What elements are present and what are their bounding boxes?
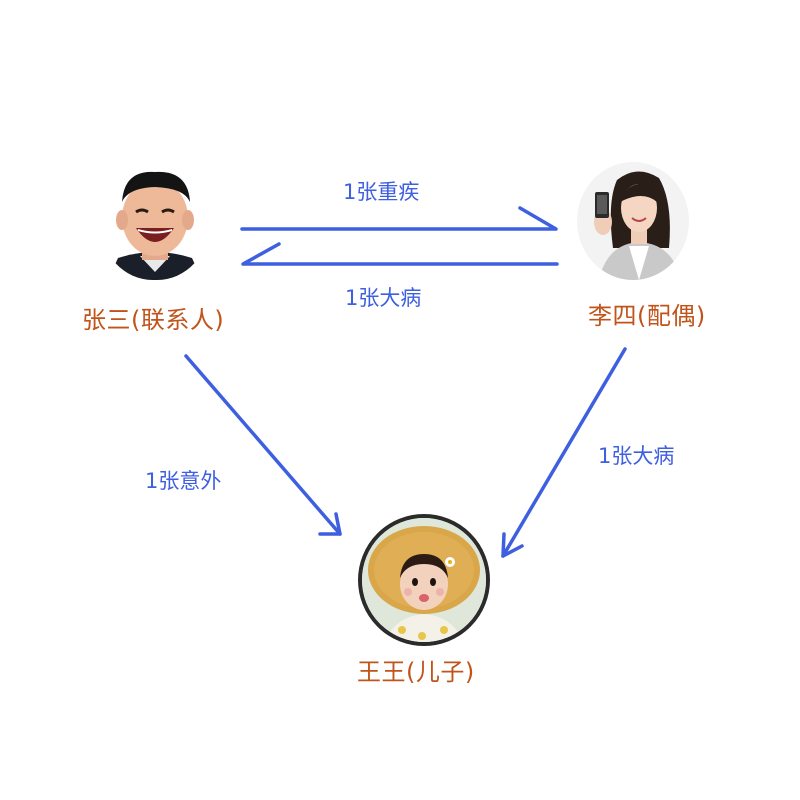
arrow-zhangsan-to-wangwang	[184, 354, 342, 536]
avatar-wangwang	[358, 514, 490, 646]
label-wangwang: 王王(儿子)	[357, 658, 475, 686]
avatar-zhangsan	[100, 160, 210, 280]
arrow-zhangsan-to-wangwang-head	[318, 512, 342, 536]
edge-label-zhangsan-to-wangwang: 1张意外	[145, 469, 222, 493]
avatar-lisi	[577, 162, 689, 280]
label-zhangsan: 张三(联系人)	[82, 306, 225, 334]
edge-label-zhangsan-to-lisi: 1张重疾	[343, 180, 420, 204]
edge-label-lisi-to-zhangsan: 1张大病	[345, 286, 422, 310]
arrow-lisi-to-wangwang-head	[501, 532, 524, 558]
arrow-lisi-to-zhangsan	[241, 242, 559, 266]
edge-label-lisi-to-wangwang: 1张大病	[598, 444, 675, 468]
arrow-zhangsan-to-lisi	[240, 206, 558, 231]
label-lisi: 李四(配偶)	[588, 302, 706, 330]
arrow-lisi-to-wangwang	[501, 347, 627, 558]
